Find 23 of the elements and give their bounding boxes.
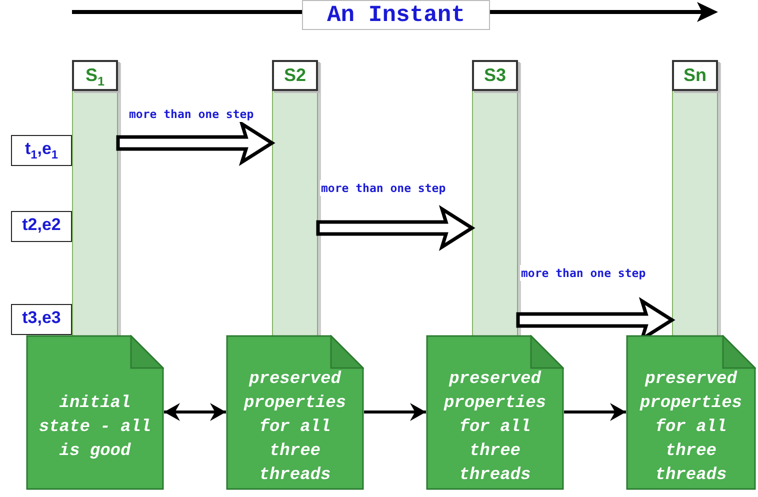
lifeline xyxy=(672,60,718,338)
event-label: t2,e2 xyxy=(11,211,72,242)
lifeline xyxy=(472,60,518,338)
lifeline-label: Sn xyxy=(672,60,718,91)
lifeline-label: S2 xyxy=(272,60,318,91)
edge-label: more than one step xyxy=(320,180,447,196)
lifeline-label: S$_{1}$ xyxy=(72,60,118,91)
title: An Instant xyxy=(302,0,490,30)
lifeline xyxy=(272,60,318,338)
lifeline-label: S3 xyxy=(472,60,518,91)
lifeline xyxy=(72,60,118,338)
edge-label: more than one step xyxy=(520,265,647,281)
document-text: preserved properties for all three threads xyxy=(442,368,548,486)
document-text: preserved properties for all three threads xyxy=(242,368,348,486)
event-label: t$_{1}$,e$_{1}$ xyxy=(11,135,72,166)
document-text: initial state - all is good xyxy=(38,392,152,462)
event-label: t3,e3 xyxy=(11,304,72,335)
document-shape xyxy=(26,335,164,490)
document-shape xyxy=(226,335,364,490)
document-text: preserved properties for all three threads xyxy=(638,368,744,486)
edge-label: more than one step xyxy=(128,106,255,122)
document-shape xyxy=(426,335,564,490)
document-shape xyxy=(626,335,756,490)
